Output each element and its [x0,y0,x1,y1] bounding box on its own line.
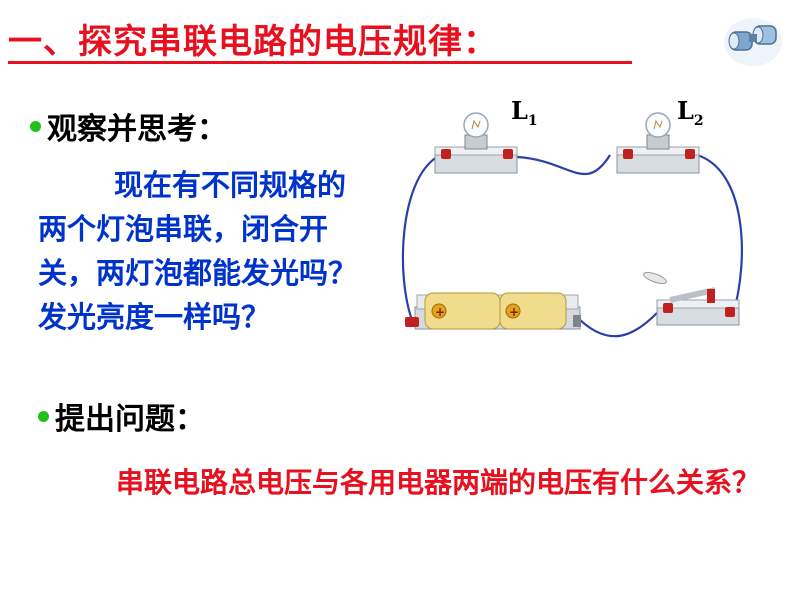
battery-icon: + + [424,292,567,330]
section-observe: 观察并思考： [30,104,227,148]
circuit-wires [401,153,743,338]
bullet-icon [38,410,49,422]
research-problem: 串联电路总电压与各用电器两端的电压有什么关系？ [116,466,761,499]
section-observe-heading: 观察并思考： [47,112,227,147]
slide-title: 一、探究串联电路的电压规律： [8,22,498,62]
bullet-icon [30,120,41,132]
lamp-l1 [434,112,518,174]
lamp-icon [463,112,489,138]
lamp-l2 [616,112,700,174]
section-problem: 提出问题： [38,394,205,438]
binoculars-icon [724,18,782,66]
knife-switch [643,271,740,326]
lamp2-label: L2 [677,96,704,129]
series-circuit-diagram: L1 L2 + + [401,96,743,338]
svg-text:+: + [509,305,519,319]
lamp-icon [645,112,671,138]
lamp1-label: L1 [511,96,538,129]
section-problem-heading: 提出问题： [55,402,205,437]
svg-text:+: + [435,305,445,319]
observation-question: 现在有不同规格的两个灯泡串联，闭合开关，两灯泡都能发光吗？发光亮度一样吗？ [38,168,358,334]
battery-holder: + + [405,292,581,330]
title-underline [8,61,632,64]
